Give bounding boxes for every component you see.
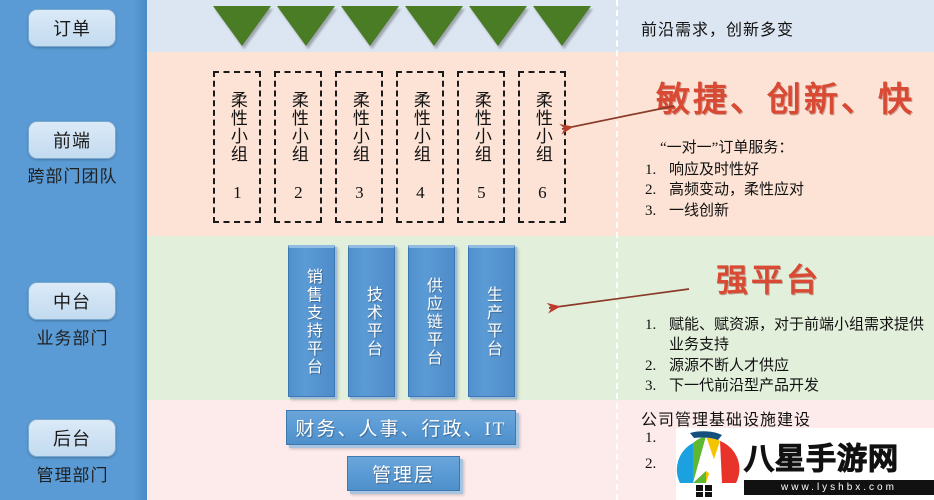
backoffice-headline: 公司管理基础设施建设 [641,412,812,429]
backoffice-functions-bar[interactable]: 财务、人事、行政、IT [286,410,516,445]
frontend-list: 1. 响应及时性好 2. 高频变动，柔性应对 3. 一线创新 [645,160,925,221]
platform-label: 销售支持平台 [303,268,321,376]
platform-label: 生产平台 [483,286,501,358]
sidebar-item-middle[interactable]: 中台 [28,282,116,320]
platform-label: 技术平台 [363,286,381,358]
list-item-number: 3. [645,377,657,394]
list-item-text: 赋能、赋资源，对于前端小组需求提供业务支持 [669,317,925,354]
list-item-number: 2. [645,182,657,199]
management-layer-bar[interactable]: 管理层 [347,456,460,491]
list-item: 3. 下一代前沿型产品开发 [645,376,930,396]
list-item-text: 一线创新 [669,202,730,219]
order-demand-text: 前沿需求，创新多变 [641,22,795,39]
list-item-number: 1. [645,430,657,446]
frontend-headline: 敏捷、创新、快 [656,82,915,119]
down-triangle-icon [533,6,591,46]
flexible-team-box[interactable]: 柔性小组 3 [335,71,383,223]
sidebar-sub-backoffice: 管理部门 [36,466,109,485]
flexible-team-box[interactable]: 柔性小组 5 [457,71,505,223]
list-item: 3. 一线创新 [645,201,925,221]
flexible-team-label: 柔性小组 5 [471,91,491,203]
backoffice-list: 1. 2. [645,428,930,475]
vertical-dashed-divider [616,0,618,500]
sidebar-item-order[interactable]: 订单 [28,9,116,47]
watermark-site-url: www.lyshbx.com [744,479,934,495]
sidebar: 订单 前端 跨部门团队 中台 业务部门 后台 管理部门 [0,0,147,500]
down-triangle-icon [213,6,271,46]
list-item-text: 响应及时性好 [669,162,760,178]
rainbow-arch-icon [676,431,744,497]
down-triangle-icon [341,6,399,46]
down-triangle-icon [405,6,463,46]
watermark-site-name: 八星手游网 [744,442,899,476]
platform-box[interactable]: 销售支持平台 [288,245,335,397]
platform-box[interactable]: 技术平台 [348,245,395,397]
band-middle-platform [145,236,934,400]
platform-box[interactable]: 供应链平台 [408,245,455,397]
middle-headline: 强平台 [716,262,822,298]
frontend-subtitle: “一对一”订单服务： [660,140,794,156]
sidebar-sub-middle: 业务部门 [36,329,109,348]
list-item: 2. [645,454,930,474]
flexible-team-label: 柔性小组 1 [227,91,247,203]
list-item-number: 1. [645,162,657,178]
down-triangle-icon [469,6,527,46]
down-triangle-icon [277,6,335,46]
platform-label: 供应链平台 [423,277,441,367]
platform-box[interactable]: 生产平台 [468,245,515,397]
flexible-team-box[interactable]: 柔性小组 2 [274,71,322,223]
list-item: 1. 响应及时性好 [645,160,925,180]
list-item: 1. [645,428,930,448]
middle-list: 1. 赋能、赋资源，对于前端小组需求提供业务支持 2. 源源不断人才供应 3. … [645,315,930,396]
sidebar-item-backoffice[interactable]: 后台 [28,419,116,457]
list-item: 2. 高频变动，柔性应对 [645,180,925,200]
list-item-text: 高频变动，柔性应对 [669,182,805,199]
list-item-number: 1. [645,317,657,333]
flexible-team-label: 柔性小组 2 [288,91,308,203]
list-item-text: 源源不断人才供应 [669,357,790,374]
flexible-team-label: 柔性小组 4 [410,91,430,203]
watermark-text-block: 八星手游网 www.lyshbx.com [744,434,934,495]
flexible-team-box[interactable]: 柔性小组 4 [396,71,444,223]
list-item-number: 2. [645,456,657,473]
flexible-team-box[interactable]: 柔性小组 6 [518,71,566,223]
sidebar-sub-frontend: 跨部门团队 [27,167,118,186]
flexible-team-label: 柔性小组 6 [532,91,552,203]
flexible-team-box[interactable]: 柔性小组 1 [213,71,261,223]
list-item-number: 3. [645,202,657,219]
watermark-logo: 八星手游网 www.lyshbx.com [676,428,934,500]
sidebar-item-frontend[interactable]: 前端 [28,121,116,159]
list-item-text: 下一代前沿型产品开发 [669,377,820,394]
flexible-team-label: 柔性小组 3 [349,91,369,203]
list-item: 2. 源源不断人才供应 [645,356,930,376]
list-item-number: 2. [645,357,657,374]
list-item: 1. 赋能、赋资源，对于前端小组需求提供业务支持 [645,315,930,356]
